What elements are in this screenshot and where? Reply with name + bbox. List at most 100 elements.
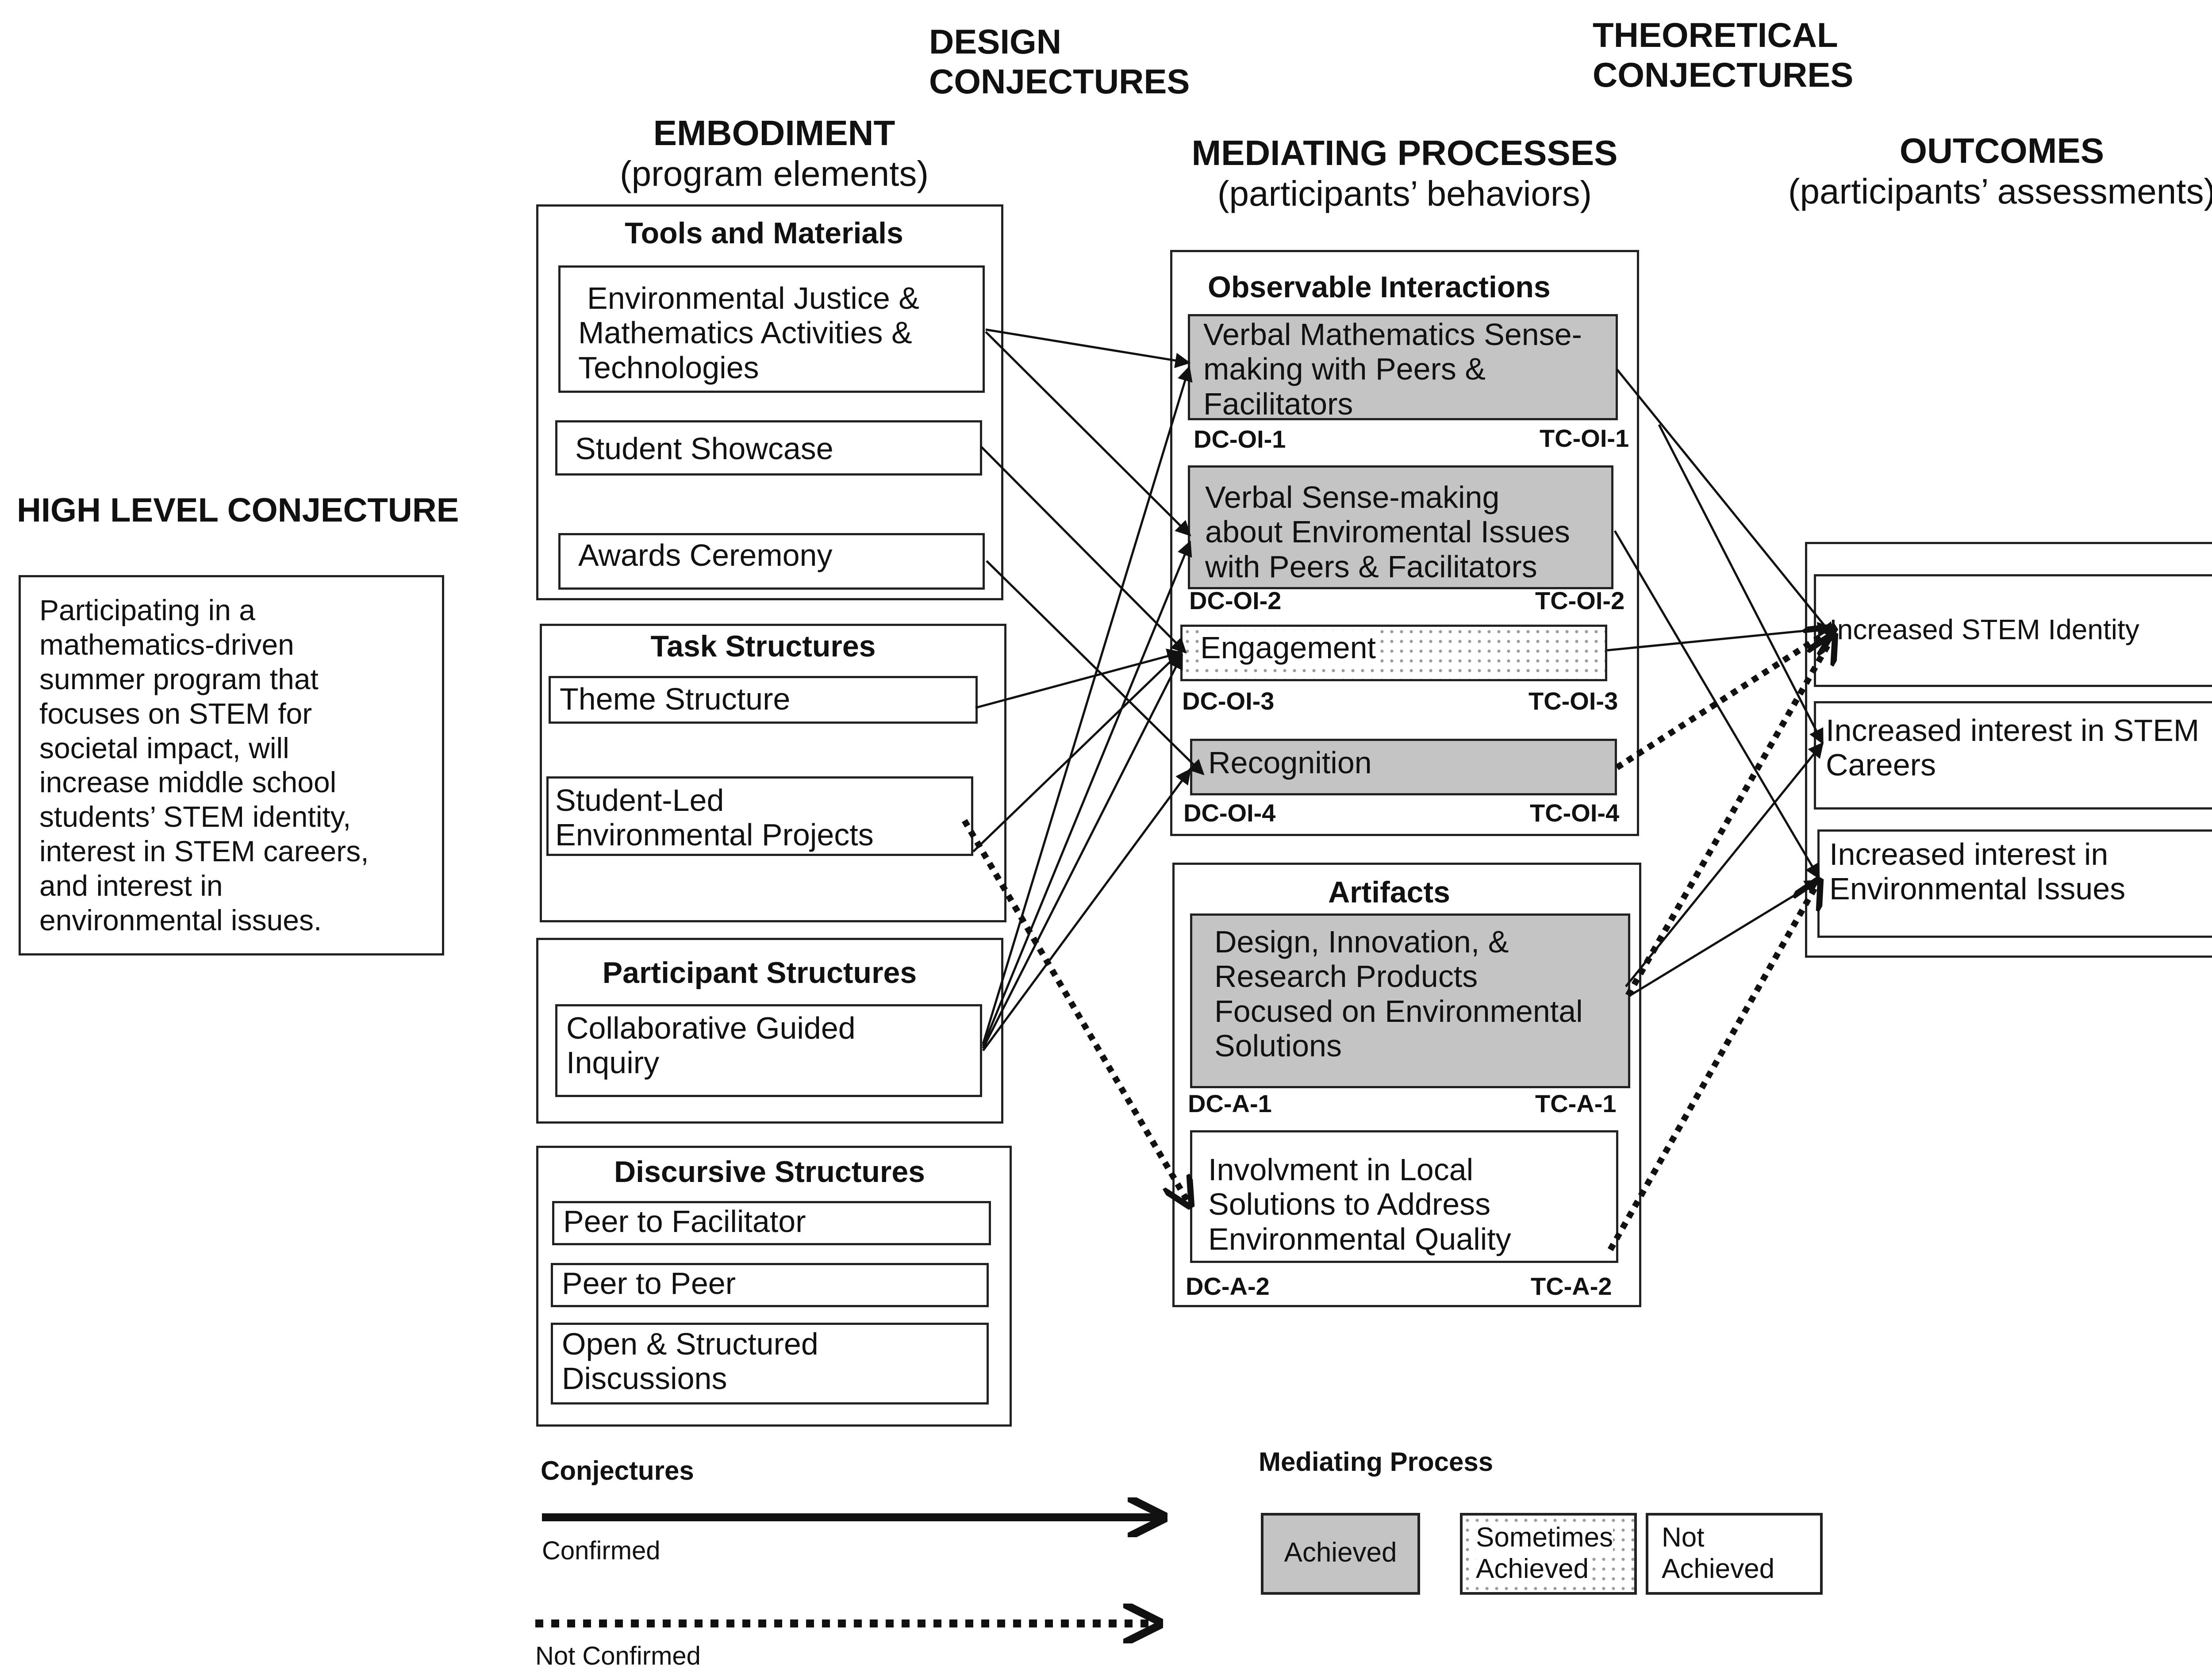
legend-achieved-swatch: Achieved — [1261, 1513, 1420, 1595]
arrow-theme-to-engagement — [975, 649, 1183, 709]
arrow-verbal-env-to-env-issues — [1613, 530, 1820, 880]
arrow-collab-to-engagement — [982, 653, 1183, 1049]
arrow-design-to-stem-identity — [1625, 635, 1834, 997]
tc-code: TC-OI-1 — [1540, 424, 1629, 452]
discursive-item-line: Open & Structured — [562, 1327, 818, 1361]
oi-line: Verbal Sense-making — [1205, 480, 1500, 514]
task-item-student-led: Student-Led Environmental Projects — [546, 776, 973, 856]
high-level-line: Participating in a — [39, 594, 255, 626]
oi-line: with Peers & Facilitators — [1205, 549, 1537, 584]
high-level-line: and interest in — [39, 869, 223, 902]
artifact-local-solutions: Involvment in Local Solutions to Address… — [1190, 1130, 1618, 1263]
oi-line: making with Peers & — [1203, 352, 1486, 387]
arrow-local-solutions-to-env-issues — [1607, 880, 1819, 1251]
arrow-ej-to-verbal-env — [985, 331, 1191, 537]
dc-code: DC-OI-4 — [1183, 799, 1276, 827]
high-level-text: Participating in a mathematics-driven su… — [39, 593, 423, 938]
design-conjectures-line-1: DESIGN — [929, 22, 1062, 61]
theoretical-conjectures-line-2: CONJECTURES — [1593, 55, 1854, 94]
tool-item-ej-math: Environmental Justice & Mathematics Acti… — [558, 265, 985, 393]
oi-line: Recognition — [1208, 745, 1372, 780]
artifacts-group-title: Artifacts — [1328, 875, 1450, 909]
outcome-environmental-issues: Increased interest in Environmental Issu… — [1817, 829, 2212, 938]
arrow-awards-to-recognition — [986, 560, 1205, 775]
outcomes-title: OUTCOMES — [1899, 131, 2104, 170]
participant-item-line: Collaborative Guided — [566, 1011, 856, 1045]
tc-code: TC-A-2 — [1531, 1272, 1612, 1300]
tc-code: TC-OI-2 — [1535, 587, 1625, 614]
theoretical-conjectures-line-1: THEORETICAL — [1593, 15, 1838, 54]
task-item-line: Theme Structure — [560, 682, 791, 716]
not-confirmed-arrows — [961, 628, 1834, 1251]
discursive-item-line: Discussions — [562, 1361, 727, 1396]
high-level-box: Participating in a mathematics-driven su… — [19, 575, 444, 956]
arrow-engagement-to-stem-identity — [1607, 622, 1833, 652]
task-item-theme-structure: Theme Structure — [549, 676, 978, 724]
tool-item-student-showcase: Student Showcase — [555, 420, 982, 476]
outcomes-header: OUTCOMES (participants’ assessments) — [1747, 130, 2212, 212]
artifact-line: Involvment in Local — [1208, 1152, 1474, 1187]
arrow-collab-to-recognition — [982, 768, 1191, 1051]
participant-item-line: Inquiry — [566, 1045, 660, 1080]
tool-item-line: Awards Ceremony — [578, 538, 833, 572]
outcome-line: Careers — [1826, 748, 1936, 783]
legend-not-achieved-swatch: Not Achieved — [1646, 1513, 1823, 1595]
task-item-line: Environmental Projects — [555, 817, 874, 852]
outcome-line: Increased STEM Identity — [1829, 614, 2139, 645]
high-level-line: students’ STEM identity, — [39, 800, 351, 833]
arrow-studentled-to-local-solutions — [961, 819, 1190, 1205]
dc-code: DC-OI-2 — [1189, 587, 1282, 614]
outcome-line: Increased interest in STEM — [1826, 713, 2200, 748]
oi-line: Engagement — [1200, 630, 1376, 665]
discursive-item-open-structured: Open & Structured Discussions — [551, 1323, 989, 1405]
tool-item-line: Environmental Justice & — [587, 281, 919, 315]
confirmed-arrows — [972, 328, 1835, 1051]
theoretical-conjectures-header: THEORETICAL CONJECTURES — [1593, 15, 1853, 95]
oi-recognition: Recognition — [1190, 739, 1617, 795]
observable-group-title: Observable Interactions — [1208, 270, 1551, 304]
artifact-line: Research Products — [1214, 959, 1478, 994]
tool-item-line: Student Showcase — [575, 431, 833, 466]
tc-code: TC-OI-4 — [1530, 799, 1620, 827]
high-level-line: environmental issues. — [39, 903, 322, 936]
arrow-design-to-env-issues — [1629, 879, 1820, 997]
tool-item-awards-ceremony: Awards Ceremony — [558, 533, 985, 590]
discursive-item-line: Peer to Peer — [562, 1266, 736, 1301]
artifact-design-products: Design, Innovation, & Research Products … — [1190, 913, 1630, 1088]
legend-sometimes-line-2: Achieved — [1476, 1553, 1589, 1585]
legend-mediating-title: Mediating Process — [1259, 1447, 1494, 1477]
embodiment-subtitle: (program elements) — [619, 154, 929, 193]
arrow-recognition-to-stem-identity — [1615, 628, 1834, 770]
arrow-verbal-math-to-careers — [1658, 424, 1824, 745]
oi-line: Verbal Mathematics Sense- — [1203, 317, 1582, 352]
oi-verbal-math: Verbal Mathematics Sense- making with Pe… — [1188, 314, 1618, 420]
oi-line: Facilitators — [1203, 386, 1353, 420]
arrow-verbal-math-to-stem-identity — [1616, 368, 1835, 638]
tool-item-line: Mathematics Activities & — [578, 315, 912, 350]
task-group — [540, 624, 1006, 922]
mediating-title: MEDIATING PROCESSES — [1191, 133, 1618, 173]
discursive-item-line: Peer to Facilitator — [563, 1204, 806, 1239]
task-group-title: Task Structures — [650, 629, 876, 663]
legend-not-confirmed-label: Not Confirmed — [535, 1642, 701, 1670]
design-conjectures-header: DESIGN CONJECTURES — [929, 22, 1190, 101]
legend-sometimes-line-1: Sometimes — [1476, 1522, 1613, 1554]
arrow-ej-to-verbal-math — [985, 328, 1191, 368]
high-level-title: HIGH LEVEL CONJECTURE — [17, 491, 459, 529]
mediating-subtitle: (participants’ behaviors) — [1217, 174, 1592, 213]
high-level-line: interest in STEM careers, — [39, 835, 369, 868]
embodiment-title: EMBODIMENT — [653, 113, 895, 153]
artifact-line: Design, Innovation, & — [1214, 925, 1509, 959]
dc-code: DC-OI-1 — [1194, 425, 1286, 453]
oi-verbal-environmental: Verbal Sense-making about Enviromental I… — [1188, 465, 1613, 589]
outcome-stem-careers: Increased interest in STEM Careers — [1814, 701, 2212, 810]
legend-conjectures-title: Conjectures — [541, 1456, 694, 1485]
task-item-line: Student-Led — [555, 783, 724, 817]
legend-not-achieved-line-1: Not — [1662, 1522, 1705, 1553]
arrow-collab-to-verbal-env — [982, 540, 1192, 1047]
outcome-line: Environmental Issues — [1829, 871, 2126, 906]
artifact-line: Solutions — [1214, 1028, 1342, 1063]
participant-item-collaborative-inquiry: Collaborative Guided Inquiry — [555, 1004, 982, 1097]
discursive-item-peer-facilitator: Peer to Facilitator — [552, 1201, 991, 1245]
artifact-line: Focused on Environmental — [1214, 994, 1583, 1028]
